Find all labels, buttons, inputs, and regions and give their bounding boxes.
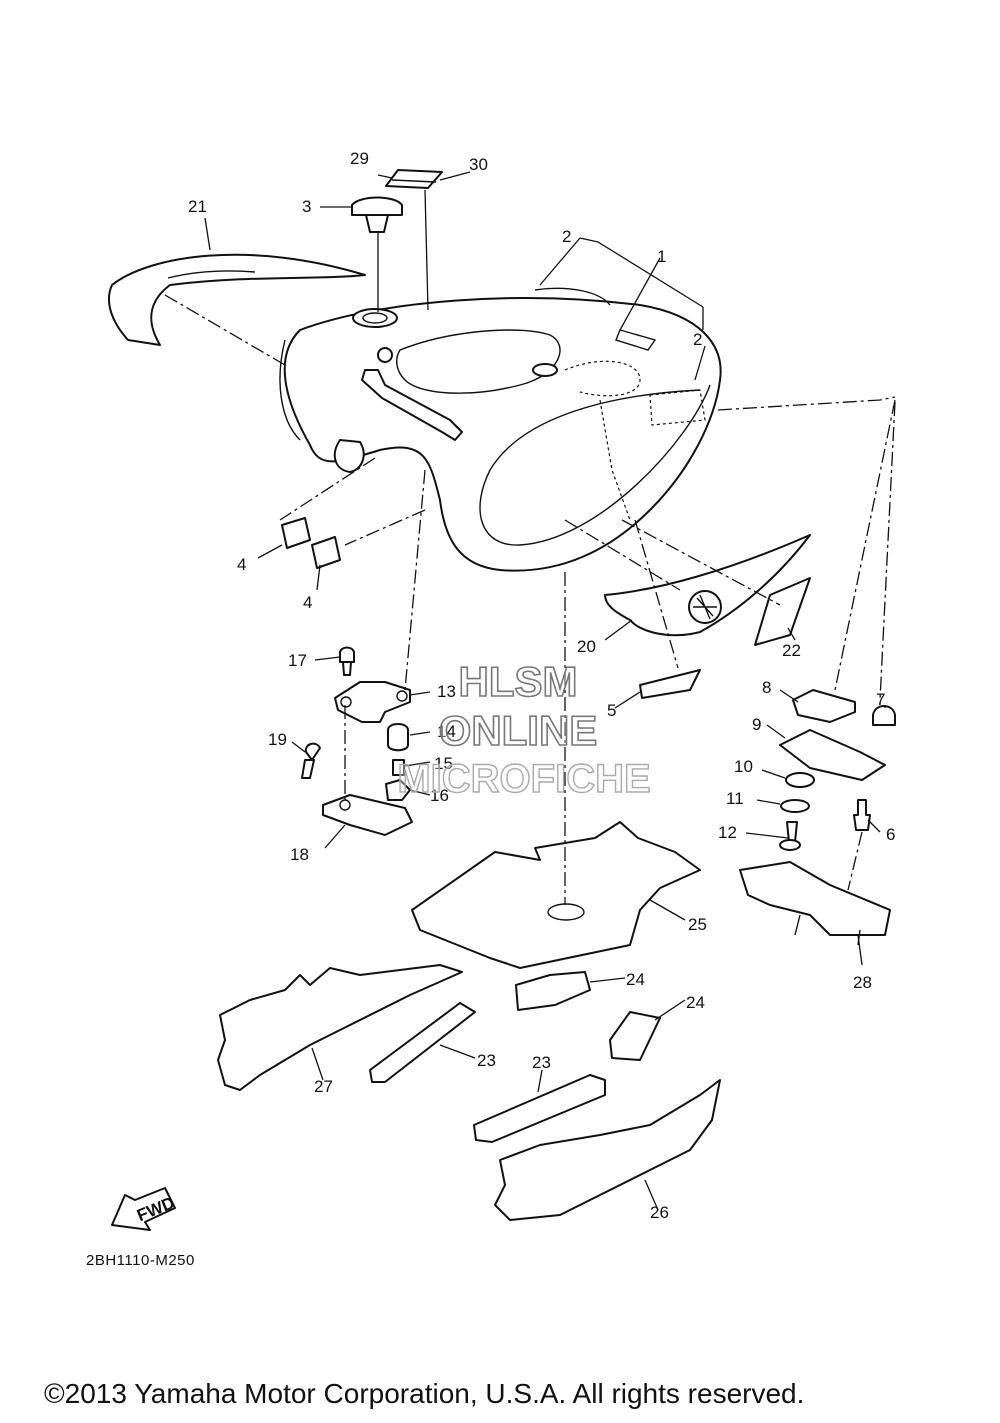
callout-16: 16 bbox=[430, 786, 449, 805]
callout-4-upper: 4 bbox=[237, 555, 246, 574]
callout-21: 21 bbox=[188, 197, 207, 216]
leader-lines bbox=[164, 171, 896, 1211]
callout-1: 1 bbox=[657, 247, 666, 266]
callout-10: 10 bbox=[734, 757, 753, 776]
emblem-logo-mark bbox=[693, 594, 717, 620]
diagram-code: 2BH1110-M250 bbox=[86, 1252, 195, 1269]
caution-label bbox=[385, 169, 443, 189]
warning-label bbox=[391, 179, 437, 183]
damper-pad-a bbox=[281, 517, 311, 549]
fuel-cap bbox=[351, 196, 403, 233]
callout-25: 25 bbox=[688, 915, 707, 934]
callout-29: 29 bbox=[350, 149, 369, 168]
callout-26: 26 bbox=[650, 1203, 669, 1222]
plate-hole bbox=[547, 903, 585, 921]
callout-28: 28 bbox=[853, 973, 872, 992]
watermark-line-3: MICROFICHE bbox=[397, 757, 650, 801]
callout-18: 18 bbox=[290, 845, 309, 864]
callout-24-left: 24 bbox=[626, 970, 645, 989]
callout-2-lower: 2 bbox=[693, 330, 702, 349]
callout-7: 7 bbox=[876, 690, 885, 709]
callout-17: 17 bbox=[288, 651, 307, 670]
callout-23-right: 23 bbox=[532, 1053, 551, 1072]
callout-22: 22 bbox=[782, 641, 801, 660]
watermark-line-1: HLSM bbox=[459, 658, 578, 705]
side-cover-right bbox=[494, 1079, 721, 1221]
fwd-arrow: FWD bbox=[111, 1187, 177, 1231]
heat-shield-plate bbox=[411, 821, 701, 969]
emblem-decal-1 bbox=[615, 329, 657, 351]
callout-19: 19 bbox=[268, 730, 287, 749]
stripe-decal bbox=[534, 287, 611, 306]
callout-27: 27 bbox=[314, 1077, 333, 1096]
callout-3: 3 bbox=[302, 197, 311, 216]
tape-strip bbox=[639, 669, 701, 699]
callout-2-upper: 2 bbox=[562, 227, 571, 246]
side-graphic-inner bbox=[167, 270, 256, 279]
copyright-notice: ©2013 Yamaha Motor Corporation, U.S.A. A… bbox=[44, 1378, 805, 1409]
tank-emblem bbox=[604, 534, 811, 637]
callout-12: 12 bbox=[718, 823, 737, 842]
callout-15: 15 bbox=[434, 754, 453, 773]
callout-6: 6 bbox=[886, 825, 895, 844]
callout-23-left: 23 bbox=[477, 1051, 496, 1070]
callout-30: 30 bbox=[469, 155, 488, 174]
fuel-tank bbox=[279, 297, 722, 572]
callout-24-right: 24 bbox=[686, 993, 705, 1012]
foam-blocks bbox=[369, 971, 661, 1143]
callout-13: 13 bbox=[437, 682, 456, 701]
rear-bracket-assembly bbox=[739, 689, 896, 946]
callout-14: 14 bbox=[437, 722, 456, 741]
damper-pad-b bbox=[311, 536, 341, 569]
watermark: HLSM ONLINE MICROFICHE bbox=[397, 657, 652, 802]
callout-20: 20 bbox=[577, 637, 596, 656]
callout-labels: 1 2 2 3 4 4 5 6 7 8 9 10 11 12 13 14 15 … bbox=[188, 149, 895, 1222]
callout-8: 8 bbox=[762, 678, 771, 697]
watermark-line-2: ONLINE bbox=[439, 707, 598, 754]
callout-4-lower: 4 bbox=[303, 593, 312, 612]
callout-9: 9 bbox=[752, 715, 761, 734]
callout-11: 11 bbox=[726, 789, 744, 808]
emblem-pad bbox=[754, 577, 811, 646]
callout-5: 5 bbox=[607, 701, 616, 720]
side-cover-left bbox=[217, 964, 463, 1091]
front-bracket-assembly bbox=[301, 646, 413, 836]
